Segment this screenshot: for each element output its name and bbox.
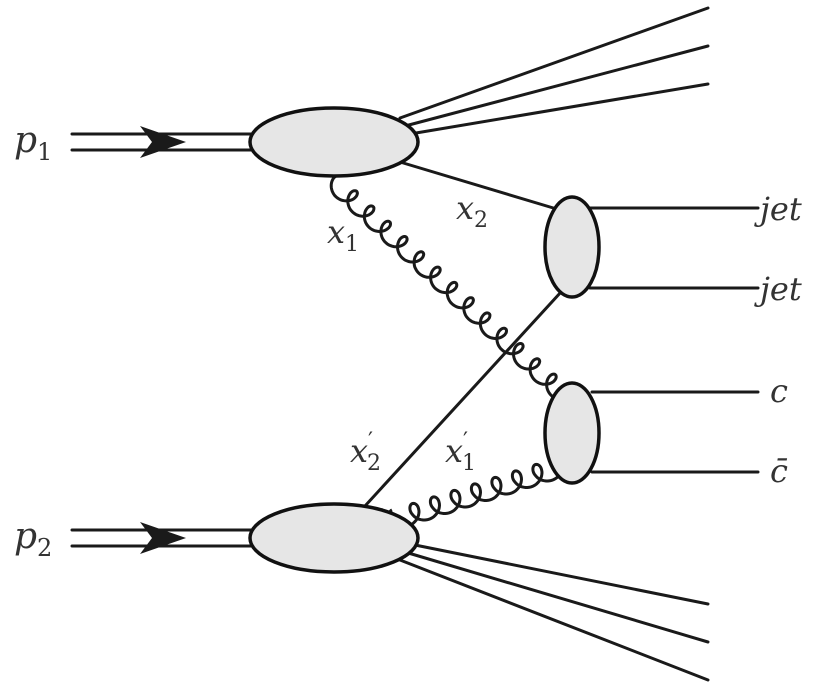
proton-1-remnants bbox=[398, 6, 710, 136]
gluon-x1 bbox=[329, 173, 575, 402]
proton-1-arrow-icon bbox=[140, 126, 186, 158]
parton-x2-prime-line bbox=[363, 278, 574, 508]
jet-upper-label: jet bbox=[754, 190, 802, 228]
x1-prime-label: x′1 bbox=[445, 429, 476, 476]
x1-label: x1 bbox=[327, 213, 359, 257]
proton-2-line bbox=[70, 522, 254, 554]
anticharm-label: c̄ bbox=[770, 452, 788, 490]
charm-vertex-blob bbox=[543, 381, 601, 485]
gluon-x1-prime bbox=[387, 456, 565, 528]
proton-2-arrow-icon bbox=[140, 522, 186, 554]
dijet-vertex-blob bbox=[543, 195, 601, 299]
proton-1-label: p1 bbox=[14, 120, 52, 166]
x2-prime-label: x′2 bbox=[350, 429, 381, 476]
parton-x2-line bbox=[398, 160, 562, 212]
proton-2-label: p2 bbox=[14, 516, 52, 562]
proton-1-pdf-blob bbox=[248, 106, 420, 178]
proton-2-pdf-blob bbox=[248, 502, 420, 574]
jet-lower-label: jet bbox=[754, 270, 802, 308]
x2-label: x2 bbox=[456, 189, 488, 233]
proton-1-line bbox=[70, 126, 254, 158]
proton-2-remnants bbox=[398, 542, 710, 682]
charm-label: c bbox=[770, 372, 788, 410]
